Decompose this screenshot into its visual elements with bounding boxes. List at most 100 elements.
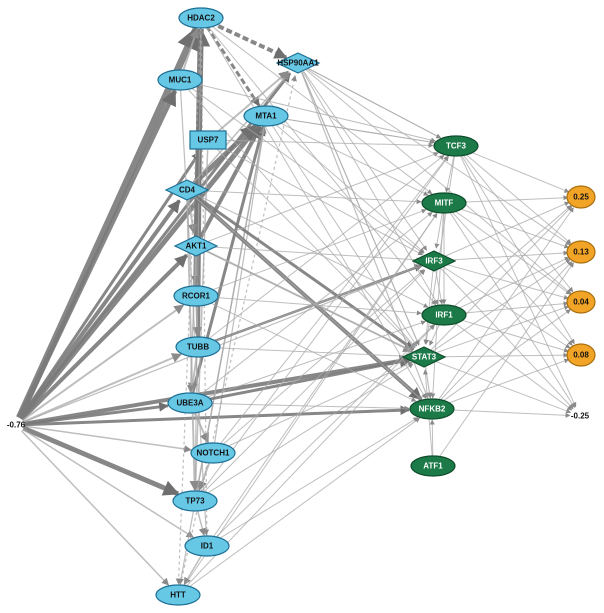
node-mitf[interactable]: MITF bbox=[421, 192, 467, 214]
node-rcor1-shape bbox=[173, 285, 219, 307]
node-atf1[interactable]: ATF1 bbox=[410, 455, 456, 477]
node-o004[interactable]: 0.04 bbox=[566, 290, 596, 314]
node-tubb-label: TUBB bbox=[187, 343, 209, 352]
edge-mta1-stat3 bbox=[271, 124, 418, 347]
node-mta1-label: MTA1 bbox=[255, 112, 277, 121]
node-o025[interactable]: 0.25 bbox=[566, 185, 596, 209]
edge-on076-id1 bbox=[22, 428, 194, 538]
node-cd4[interactable]: CD4 bbox=[164, 179, 210, 201]
edge-hsp90aa1-o013 bbox=[306, 68, 571, 246]
edge-ube3a-mitf bbox=[197, 211, 433, 398]
edge-irf1-o013 bbox=[452, 256, 570, 312]
node-cd4-label: CD4 bbox=[179, 186, 196, 195]
edge-mitf-on025 bbox=[448, 211, 576, 408]
edge-akt1-mta1 bbox=[198, 125, 263, 239]
node-id1[interactable]: ID1 bbox=[184, 535, 230, 557]
node-rcor1[interactable]: RCOR1 bbox=[173, 285, 219, 307]
node-id1-shape bbox=[184, 535, 230, 557]
node-nfkb2-shape bbox=[409, 398, 455, 420]
node-nfkb2[interactable]: NFKB2 bbox=[409, 398, 455, 420]
node-o004-label: 0.04 bbox=[573, 298, 589, 307]
node-o025-shape bbox=[566, 185, 596, 209]
node-tcf3[interactable]: TCF3 bbox=[433, 135, 479, 157]
node-tcf3-shape bbox=[433, 135, 479, 157]
node-ube3a[interactable]: UBE3A bbox=[167, 392, 213, 414]
node-htt-label: HTT bbox=[170, 591, 186, 600]
node-on025-label: -0.25 bbox=[571, 412, 590, 421]
edge-hsp90aa1-o004 bbox=[305, 69, 572, 294]
node-atf1-shape bbox=[410, 455, 456, 477]
node-notch1[interactable]: NOTCH1 bbox=[190, 442, 236, 464]
node-irf3[interactable]: IRF3 bbox=[411, 250, 457, 272]
edge-hdac2-mitf bbox=[208, 23, 433, 195]
edge-mitf-o025 bbox=[453, 195, 569, 204]
edge-stat3-o008 bbox=[433, 352, 569, 358]
edge-nfkb2-o013 bbox=[438, 261, 573, 403]
edge-cd4-hsp90aa1 bbox=[193, 72, 291, 183]
node-hsp90aa1-label: HSP90AA1 bbox=[277, 59, 319, 68]
node-muc1[interactable]: MUC1 bbox=[157, 69, 203, 91]
edge-id1-nfkb2 bbox=[215, 417, 419, 542]
edge-on076-muc1 bbox=[17, 89, 178, 419]
node-akt1[interactable]: AKT1 bbox=[173, 235, 219, 257]
edge-irf3-o008 bbox=[442, 265, 571, 349]
edge-tcf3-o013 bbox=[463, 152, 572, 244]
edge-on076-usp7 bbox=[19, 150, 202, 420]
node-on025[interactable]: -0.25 bbox=[571, 412, 590, 421]
node-hsp90aa1-shape bbox=[275, 52, 321, 74]
node-o013[interactable]: 0.13 bbox=[566, 240, 596, 264]
edge-hsp90aa1-stat3 bbox=[301, 71, 420, 346]
node-stat3-shape bbox=[401, 346, 447, 368]
edge-irf3-o004 bbox=[443, 263, 569, 300]
edge-hsp90aa1-tcf3 bbox=[306, 67, 442, 139]
edge-akt1-tcf3 bbox=[205, 152, 439, 243]
edge-hdac2-nfkb2 bbox=[205, 26, 427, 399]
node-hdac2[interactable]: HDAC2 bbox=[178, 7, 224, 29]
edge-htt-mitf bbox=[183, 212, 438, 588]
edge-stat3-on025 bbox=[433, 360, 572, 414]
node-tp73-label: TP73 bbox=[185, 497, 205, 506]
edge-ube3a-stat3 bbox=[199, 356, 413, 403]
node-id1-label: ID1 bbox=[201, 542, 214, 551]
edge-hsp90aa1-nfkb2 bbox=[301, 72, 429, 399]
node-muc1-shape bbox=[157, 69, 203, 91]
edge-tp73-id1 bbox=[196, 510, 206, 536]
node-tp73-shape bbox=[172, 490, 218, 512]
node-usp7-shape bbox=[189, 130, 227, 150]
edge-on076-notch1 bbox=[23, 425, 192, 453]
node-stat3[interactable]: STAT3 bbox=[401, 346, 447, 368]
edge-id1-mitf bbox=[212, 212, 438, 539]
edge-mitf-irf3 bbox=[434, 212, 443, 249]
node-o008-label: 0.08 bbox=[573, 351, 589, 360]
edge-stat3-o004 bbox=[433, 305, 570, 355]
edge-usp7-irf3 bbox=[216, 144, 423, 256]
node-mitf-label: MITF bbox=[435, 199, 454, 208]
node-o008-shape bbox=[566, 343, 596, 367]
node-mta1[interactable]: MTA1 bbox=[243, 105, 289, 127]
node-usp7[interactable]: USP7 bbox=[189, 130, 227, 150]
node-tubb[interactable]: TUBB bbox=[175, 336, 221, 358]
node-notch1-shape bbox=[190, 442, 236, 464]
edge-on076-nfkb2 bbox=[23, 405, 411, 427]
edge-hdac2-hsp90aa1 bbox=[209, 20, 288, 60]
node-tp73[interactable]: TP73 bbox=[172, 490, 218, 512]
node-irf1[interactable]: IRF1 bbox=[421, 304, 467, 326]
node-usp7-label: USP7 bbox=[198, 136, 219, 145]
node-o025-label: 0.25 bbox=[573, 193, 589, 202]
node-tubb-shape bbox=[175, 336, 221, 358]
edge-irf1-o004 bbox=[453, 301, 569, 315]
edge-mta1-mitf bbox=[274, 119, 429, 196]
edge-mta1-tcf3 bbox=[275, 117, 435, 145]
node-hdac2-shape bbox=[178, 7, 224, 29]
edge-akt1-stat3 bbox=[204, 249, 413, 352]
edge-muc1-tcf3 bbox=[189, 81, 437, 143]
node-htt[interactable]: HTT bbox=[155, 584, 201, 606]
node-o008[interactable]: 0.08 bbox=[566, 343, 596, 367]
node-akt1-shape bbox=[173, 235, 219, 257]
node-mitf-shape bbox=[421, 192, 467, 214]
node-hsp90aa1[interactable]: HSP90AA1 bbox=[275, 52, 321, 74]
edge-usp7-tcf3 bbox=[217, 139, 434, 148]
node-on076[interactable]: -0.76 bbox=[7, 421, 26, 430]
